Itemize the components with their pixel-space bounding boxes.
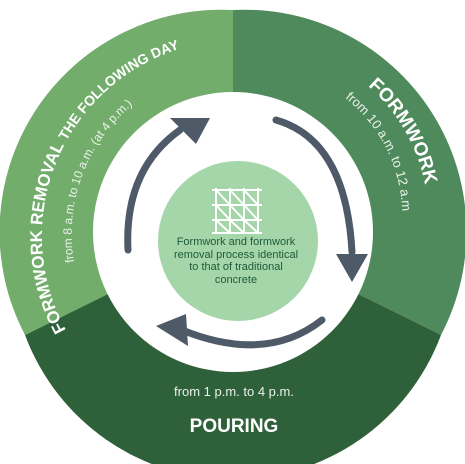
arrowhead-top-right — [336, 254, 368, 282]
cycle-arrow-left — [124, 126, 184, 254]
pouring-time: from 1 p.m. to 4 p.m. — [174, 384, 294, 399]
cycle-arrow-bottom — [178, 316, 326, 349]
cycle-arrow-top-right — [272, 116, 356, 256]
pouring-title: POURING — [190, 416, 279, 437]
arrowhead-left — [170, 118, 210, 144]
center-disc — [158, 161, 318, 321]
arrowhead-bottom — [156, 314, 188, 346]
scaffolding-icon — [212, 188, 262, 234]
center-description: Formwork and formwork removal process id… — [173, 236, 299, 286]
